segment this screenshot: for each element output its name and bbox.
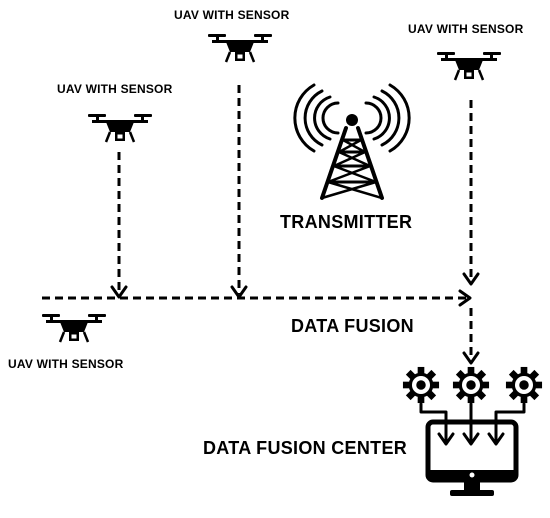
uav-label-bottom-left: UAV WITH SENSOR: [8, 357, 124, 371]
drone-icon: [437, 50, 501, 82]
uav-label-left: UAV WITH SENSOR: [57, 82, 173, 96]
drone-icon: [208, 32, 272, 64]
drone-icon: [42, 312, 106, 344]
transmitter-tower-icon: [293, 83, 411, 200]
arrowheads: [110, 272, 480, 365]
data-fusion-center-label: DATA FUSION CENTER: [203, 438, 408, 458]
connectors: [42, 85, 473, 360]
gear-icon: [505, 366, 543, 404]
uav-label-top-center: UAV WITH SENSOR: [174, 8, 290, 22]
transmitter-label: TRANSMITTER: [280, 212, 413, 232]
monitor-icon: [425, 419, 519, 496]
data-fusion-label: DATA FUSION: [291, 316, 414, 336]
drone-icon: [88, 112, 152, 144]
gear-icon: [402, 366, 440, 404]
gear-icon: [452, 366, 490, 404]
uav-label-top-right: UAV WITH SENSOR: [408, 22, 524, 36]
